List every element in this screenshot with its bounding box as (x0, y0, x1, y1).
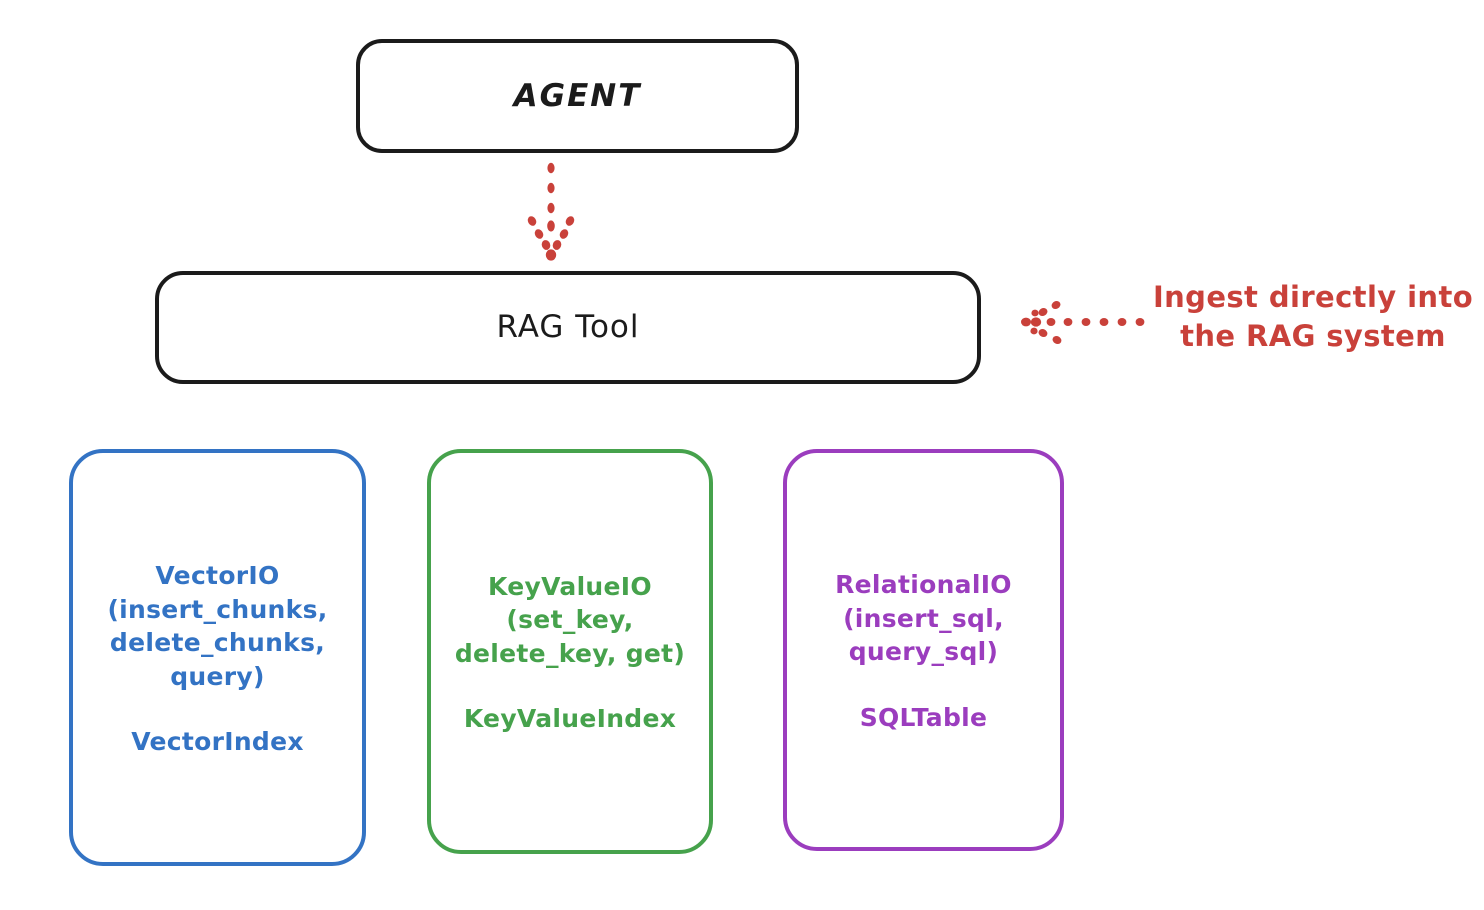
node-vector-index-label: VectorIndex (131, 727, 304, 756)
node-vector-io-content: VectorIO (insert_chunks, delete_chunks, … (73, 559, 362, 756)
annotation-ingest: Ingest directly into the RAG system (1152, 280, 1474, 353)
node-keyvalue-index-label: KeyValueIndex (463, 704, 677, 734)
node-rag-tool[interactable]: RAG Tool (155, 271, 981, 384)
node-keyvalue-io[interactable]: KeyValueIO (set_key, delete_key, get) Ke… (427, 449, 713, 854)
node-keyvalue-io-api: KeyValueIO (set_key, delete_key, get) (454, 571, 686, 668)
node-sql-table-label: SQLTable (859, 702, 988, 732)
node-relational-io[interactable]: RelationalIO (insert_sql, query_sql) SQL… (783, 449, 1064, 851)
node-vector-io[interactable]: VectorIO (insert_chunks, delete_chunks, … (69, 449, 366, 866)
node-agent-label: AGENT (513, 77, 642, 114)
arrow-ingest-to-rag-tool (1021, 301, 1145, 344)
node-agent[interactable]: AGENT (356, 39, 799, 153)
node-rag-tool-label: RAG Tool (496, 309, 640, 346)
node-relational-io-api: RelationalIO (insert_sql, query_sql) (835, 570, 1012, 667)
node-keyvalue-io-content: KeyValueIO (set_key, delete_key, get) Ke… (431, 570, 709, 734)
arrow-agent-to-rag-tool (527, 162, 575, 261)
node-relational-io-content: RelationalIO (insert_sql, query_sql) SQL… (787, 568, 1060, 732)
node-vector-io-api: VectorIO (insert_chunks, delete_chunks, … (107, 561, 328, 691)
